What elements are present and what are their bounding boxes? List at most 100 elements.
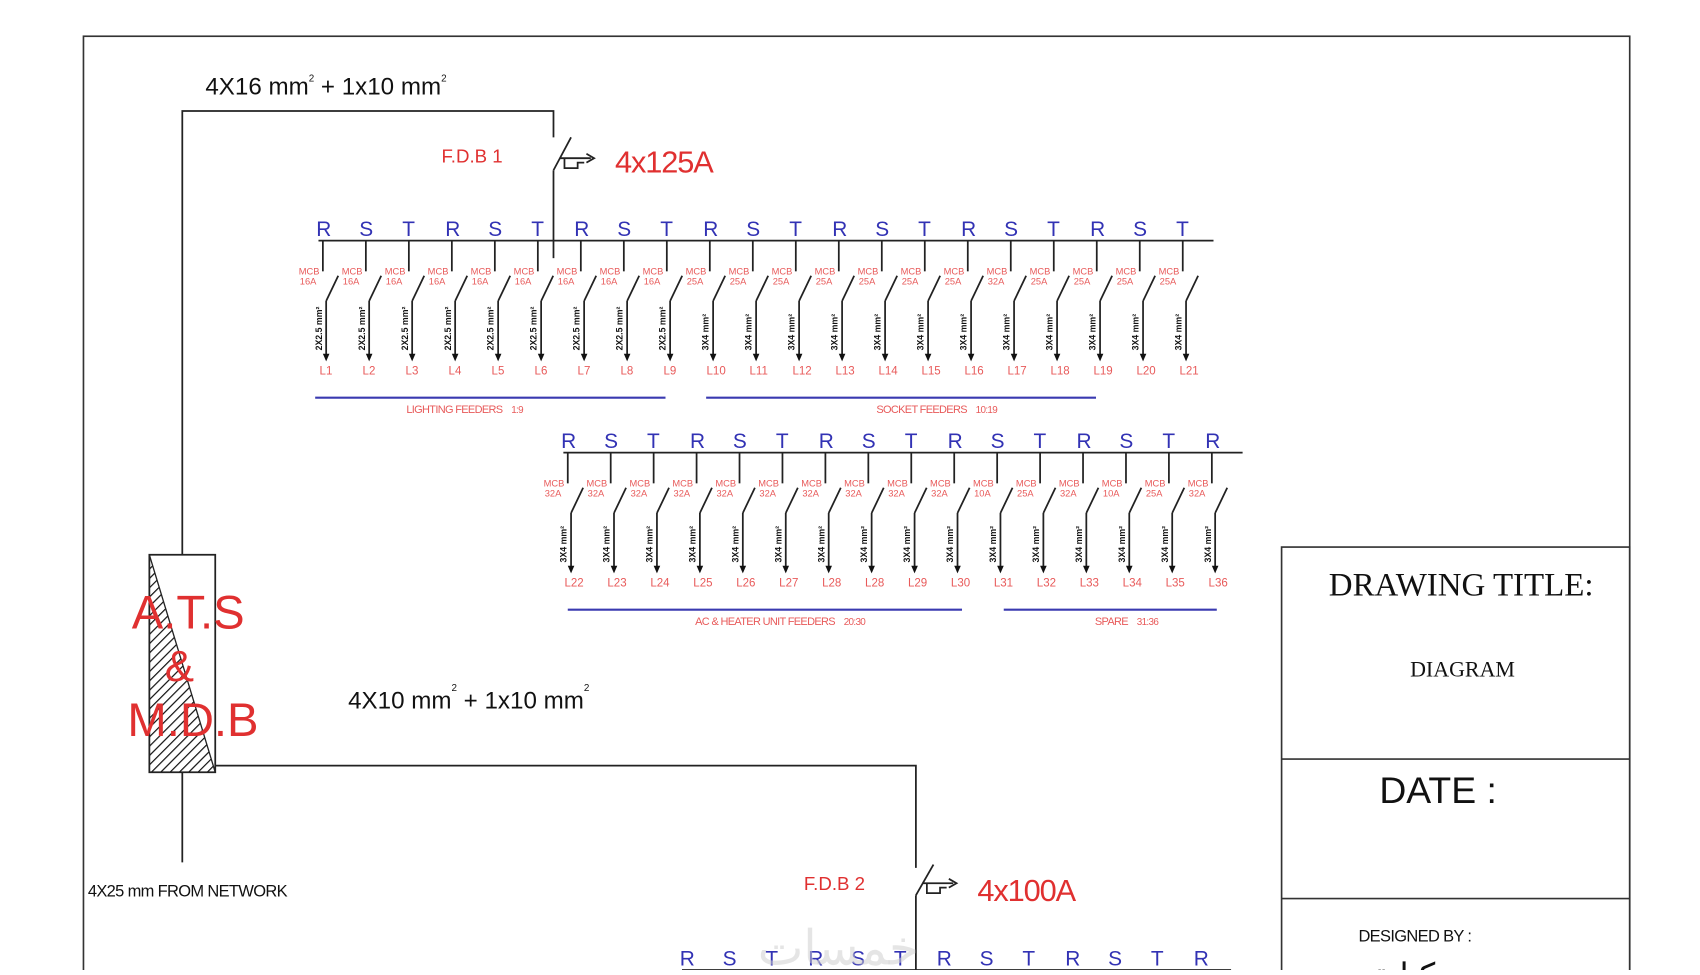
arrow-down-icon bbox=[666, 353, 674, 362]
load-label: L1 bbox=[320, 366, 333, 378]
arrow-down-icon bbox=[610, 565, 618, 574]
mcb-switch-icon bbox=[999, 487, 1014, 514]
fdb1b-phase-label: R bbox=[561, 430, 576, 453]
load-label: L26 bbox=[736, 578, 755, 590]
cable-size: 3X4 mm² bbox=[687, 526, 697, 563]
mcb-switch-icon bbox=[1128, 487, 1143, 514]
mcb-label: MCB bbox=[587, 479, 608, 489]
arrow-down-icon bbox=[997, 565, 1004, 574]
mcb-switch-icon bbox=[1042, 487, 1057, 514]
arrow-down-icon bbox=[537, 353, 545, 362]
mcb-rating: 16A bbox=[558, 277, 575, 287]
fdb1-phase-label: T bbox=[660, 218, 673, 241]
arrow-down-icon bbox=[967, 353, 975, 362]
mcb-switch-icon bbox=[1099, 275, 1113, 302]
load-label: L28 bbox=[822, 578, 841, 590]
cable-size: 3X4 mm² bbox=[1074, 526, 1084, 563]
designed-by-label: DESIGNED BY : bbox=[1358, 927, 1471, 945]
load-label: L3 bbox=[406, 366, 419, 378]
fdb1-name: F.D.B 1 bbox=[441, 146, 502, 167]
mcb-rating: 16A bbox=[472, 277, 489, 287]
arrow-down-icon bbox=[795, 353, 803, 362]
arrow-down-icon bbox=[1125, 565, 1133, 574]
mcb-switch-icon bbox=[798, 275, 812, 302]
fdb1-phase-label: T bbox=[531, 218, 544, 241]
load-label: L30 bbox=[951, 578, 970, 590]
cable-size: 3X4 mm² bbox=[701, 314, 711, 351]
arrow-down-icon bbox=[365, 353, 373, 362]
fdb1-phase-label: S bbox=[875, 218, 889, 241]
cable-size: 3X4 mm² bbox=[744, 314, 754, 351]
mcb-rating: 25A bbox=[687, 277, 704, 287]
fdb2-phase-label: R bbox=[680, 948, 695, 970]
mcb-switch-icon bbox=[927, 275, 941, 302]
fdb1b-phase-label: R bbox=[1205, 430, 1220, 453]
mcb-rating: 25A bbox=[773, 277, 790, 287]
fdb1-rating: 4x125A bbox=[615, 144, 714, 179]
arrow-down-icon bbox=[752, 353, 760, 362]
mcb-label: MCB bbox=[1188, 479, 1209, 489]
mcb-rating: 10A bbox=[974, 489, 991, 499]
cable-size: 2X2.5 mm² bbox=[443, 306, 453, 350]
cable-size: 3X4 mm² bbox=[1088, 314, 1098, 351]
mcb-switch-icon bbox=[712, 275, 726, 302]
mcb-label: MCB bbox=[930, 479, 951, 489]
load-label: L32 bbox=[1037, 578, 1056, 590]
mcb-rating: 32A bbox=[1060, 489, 1077, 499]
load-label: L14 bbox=[878, 366, 898, 378]
mcb-label: MCB bbox=[772, 267, 793, 277]
fdb1-phase-label: T bbox=[1047, 218, 1060, 241]
mcb-switch-icon bbox=[913, 487, 928, 514]
load-label: L13 bbox=[836, 366, 855, 378]
load-label: L33 bbox=[1080, 578, 1099, 590]
fdb1b-phase-label: S bbox=[1119, 430, 1133, 453]
fdb1b-phase-label: T bbox=[1034, 430, 1047, 453]
mcb-switch-icon bbox=[1171, 487, 1186, 514]
fdb2-phase-label: T bbox=[765, 948, 778, 970]
arrow-down-icon bbox=[868, 565, 875, 574]
mcb-rating: 16A bbox=[429, 277, 446, 287]
fdb1-phase-label: R bbox=[1090, 218, 1105, 241]
cable-size: 2X2.5 mm² bbox=[658, 306, 668, 350]
mcb-rating: 32A bbox=[674, 489, 691, 499]
mcb-switch-icon bbox=[411, 275, 426, 302]
drawing-title-label: DRAWING TITLE: bbox=[1329, 567, 1594, 603]
load-label: L6 bbox=[535, 366, 548, 378]
mcb-switch-icon bbox=[827, 487, 842, 514]
mcb-rating: 32A bbox=[716, 489, 733, 499]
arrow-down-icon bbox=[1053, 353, 1061, 362]
network-cable-label: 4X25 mm FROM NETWORK bbox=[88, 882, 288, 900]
cable-size: 2X2.5 mm² bbox=[486, 306, 496, 350]
arrow-down-icon bbox=[580, 353, 588, 362]
mcb-label: MCB bbox=[944, 267, 965, 277]
fdb2-phase-label: R bbox=[808, 948, 823, 970]
mcb-rating: 10A bbox=[1103, 489, 1120, 499]
fdb1-phase-label: R bbox=[961, 218, 976, 241]
mcb-label: MCB bbox=[544, 479, 565, 489]
title-block bbox=[1280, 546, 1631, 975]
fdb2-phase-label: R bbox=[1065, 948, 1080, 970]
load-label: L5 bbox=[492, 366, 505, 378]
arrow-down-icon bbox=[494, 353, 502, 362]
fdb1b-phase-label: T bbox=[647, 430, 660, 453]
cable-size: 3X4 mm² bbox=[1174, 314, 1184, 351]
fdb2-phase-label: S bbox=[1108, 948, 1122, 970]
mcb-rating: 25A bbox=[1017, 489, 1034, 499]
